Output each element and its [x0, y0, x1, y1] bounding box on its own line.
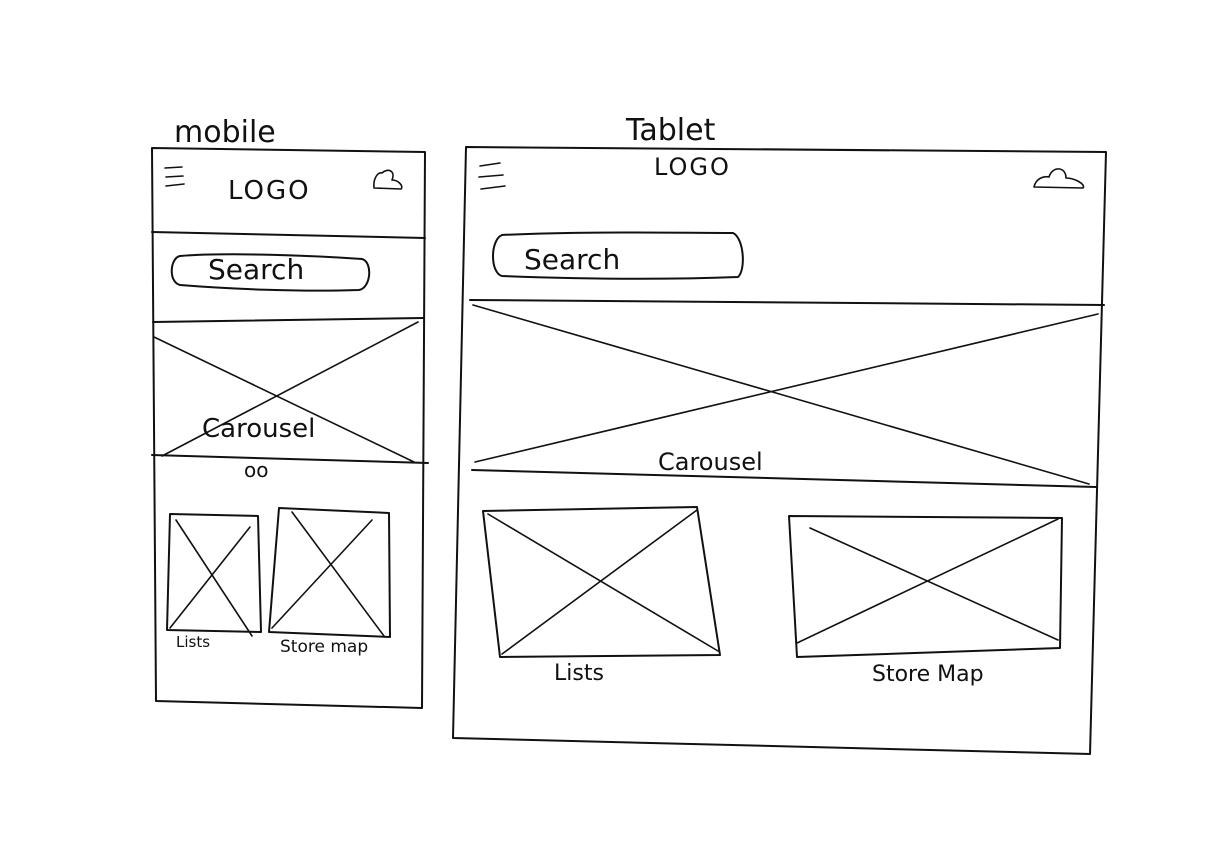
- user-profile-icon: [373, 169, 403, 190]
- tablet-search-input: [492, 231, 744, 280]
- mobile-tile-lists: [166, 513, 262, 637]
- tablet-logo: LOGO: [654, 153, 731, 181]
- tablet-title: Tablet: [626, 113, 716, 148]
- tablet-carousel-label: Carousel: [658, 448, 763, 476]
- user-profile-icon: [1033, 168, 1085, 189]
- mobile-carousel-label: Carousel: [202, 414, 316, 444]
- tablet-wireframe: [452, 146, 1107, 755]
- hamburger-menu-icon: [478, 162, 506, 190]
- image-placeholder-icon: [175, 519, 253, 637]
- mobile-tile-store-map-label: Store map: [280, 637, 369, 657]
- mobile-carousel: [151, 317, 429, 464]
- mobile-logo: LOGO: [228, 176, 311, 206]
- tablet-search-label: Search: [524, 243, 621, 276]
- tablet-frame: [452, 146, 1107, 755]
- hamburger-menu-icon: [164, 166, 185, 187]
- mobile-wireframe: [151, 147, 429, 709]
- tablet-carousel: [469, 299, 1105, 488]
- tablet-tile-store-map: [788, 515, 1063, 658]
- mobile-header-divider: [151, 231, 426, 239]
- mobile-search-input: [170, 253, 371, 292]
- mobile-title: mobile: [174, 115, 276, 150]
- mobile-tile-lists-label: Lists: [176, 633, 211, 651]
- image-placeholder-icon: [153, 336, 415, 463]
- tablet-tile-lists-label: Lists: [554, 661, 604, 686]
- tablet-tile-lists: [482, 506, 721, 658]
- mobile-search-label: Search: [208, 253, 305, 286]
- image-placeholder-icon: [809, 527, 1059, 641]
- mobile-tile-store-map: [268, 507, 391, 638]
- mobile-carousel-dots: oo: [244, 458, 269, 482]
- tablet-tile-store-map-label: Store Map: [872, 662, 984, 687]
- image-placeholder-icon: [291, 511, 385, 637]
- image-placeholder-icon: [472, 304, 1090, 485]
- image-placeholder-icon: [487, 513, 719, 652]
- mobile-frame: [151, 147, 426, 709]
